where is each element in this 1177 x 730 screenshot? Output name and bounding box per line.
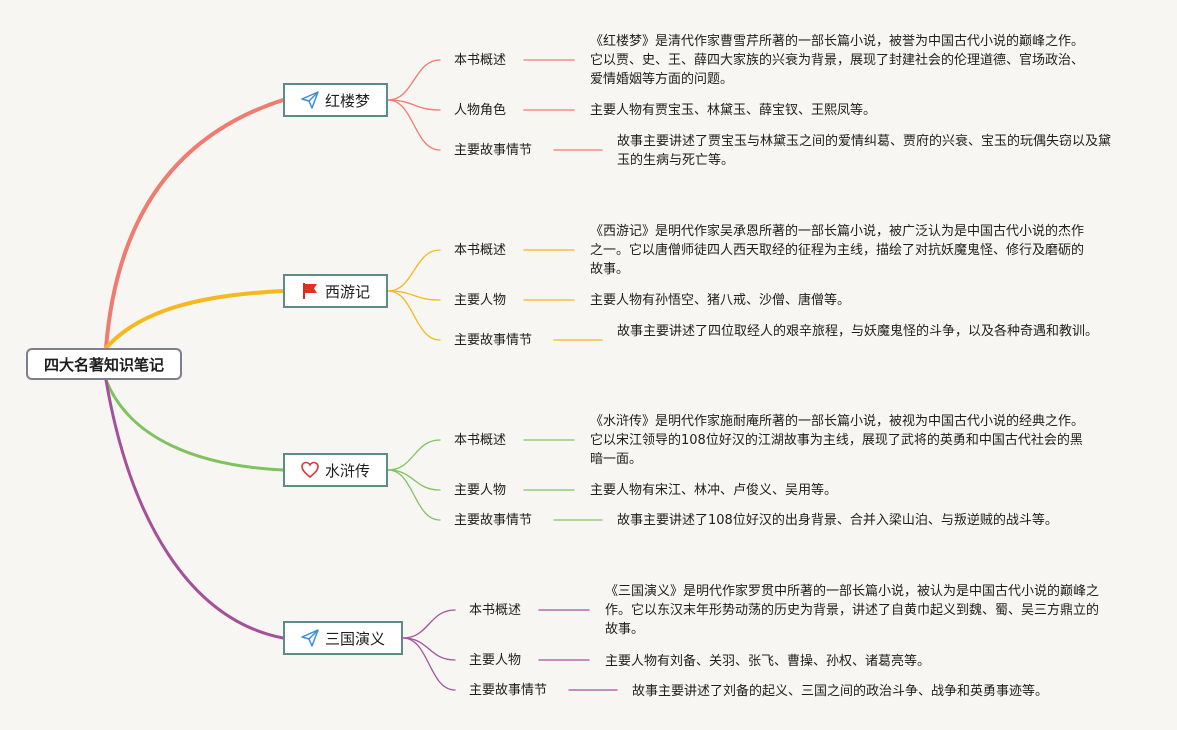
topic-description: 《西游记》是明代作家吴承恩所著的一部长篇小说，被广泛认为是中国古代小说的杰作之一… <box>590 224 1085 277</box>
topic-label-characters[interactable]: 人物角色 <box>454 103 507 118</box>
branch-1-1 <box>387 290 441 301</box>
book-title: 西游记 <box>324 282 370 301</box>
book-node-xiyouji[interactable]: 西游记 <box>283 274 388 308</box>
topic-label-overview[interactable]: 本书概述 <box>454 433 507 448</box>
topic-description: 《红楼梦》是清代作家曹雪芹所著的一部长篇小说，被誉为中国古代小说的巅峰之作。它以… <box>590 34 1085 87</box>
topic-description: 主要人物有孙悟空、猪八戒、沙僧、唐僧等。 <box>590 293 851 308</box>
topic-label-plot[interactable]: 主要故事情节 <box>454 143 533 158</box>
topic-label-characters[interactable]: 主要人物 <box>469 653 522 668</box>
topic-description: 主要人物有刘备、关羽、张飞、曹操、孙权、诸葛亮等。 <box>605 654 931 669</box>
topic-label-overview[interactable]: 本书概述 <box>469 603 522 618</box>
topic-description: 故事主要讲述了贾宝玉与林黛玉之间的爱情纠葛、贾府的兴衰、宝玉的玩偶失窃以及黛玉的… <box>617 134 1112 168</box>
book-node-hongloumeng[interactable]: 红楼梦 <box>283 83 388 117</box>
paper-plane-icon <box>301 629 319 647</box>
book-title: 水浒传 <box>324 461 370 480</box>
trunk-xiyouji <box>104 289 285 350</box>
topic-label-plot[interactable]: 主要故事情节 <box>454 513 533 528</box>
topic-label-plot[interactable]: 主要故事情节 <box>454 333 533 348</box>
branch-2-0 <box>387 439 441 471</box>
root-title: 四大名著知识笔记 <box>43 355 164 374</box>
branch-1-0 <box>387 249 441 292</box>
topic-label-overview[interactable]: 本书概述 <box>454 243 507 258</box>
topic-description: 故事主要讲述了刘备的起义、三国之间的政治斗争、战争和英勇事迹等。 <box>632 684 1049 699</box>
topic-description: 主要人物有贾宝玉、林黛玉、薛宝钗、王熙凤等。 <box>590 103 877 118</box>
topic-description: 《三国演义》是明代作家罗贯中所著的一部长篇小说，被认为是中国古代小说的巅峰之作。… <box>605 584 1100 637</box>
branch-0-1 <box>387 99 441 111</box>
topic-description: 故事主要讲述了四位取经人的艰辛旅程，与妖魔鬼怪的斗争，以及各种奇遇和教训。 <box>617 324 1099 339</box>
topic-label-overview[interactable]: 本书概述 <box>454 53 507 68</box>
topic-description: 主要人物有宋江、林冲、卢俊义、吴用等。 <box>590 483 838 498</box>
book-node-shuihuzhuan[interactable]: 水浒传 <box>283 453 388 487</box>
topic-label-plot[interactable]: 主要故事情节 <box>469 683 548 698</box>
trunk-shuihuzhuan <box>104 378 285 472</box>
branch-0-0 <box>387 59 441 101</box>
book-title: 三国演义 <box>324 629 385 648</box>
topic-description: 故事主要讲述了108位好汉的出身背景、合并入梁山泊、与叛逆贼的战斗等。 <box>617 513 1058 528</box>
book-node-sanguoyanyi[interactable]: 三国演义 <box>283 621 403 655</box>
branch-3-0 <box>402 609 456 639</box>
trunk-hongloumeng <box>104 98 285 350</box>
red-flag-icon <box>301 282 319 300</box>
topic-label-characters[interactable]: 主要人物 <box>454 293 507 308</box>
branch-0-2 <box>387 99 441 151</box>
heart-icon <box>301 461 319 479</box>
topic-description: 《水浒传》是明代作家施耐庵所著的一部长篇小说，被视为中国古代小说的经典之作。它以… <box>590 414 1085 467</box>
branch-2-1 <box>387 469 441 491</box>
paper-plane-icon <box>301 91 319 109</box>
branch-2-2 <box>387 469 441 521</box>
trunk-sanguoyanyi <box>104 378 285 640</box>
branch-3-2 <box>402 637 456 691</box>
root-node[interactable]: 四大名著知识笔记 <box>26 348 182 380</box>
topic-label-characters[interactable]: 主要人物 <box>454 483 507 498</box>
book-title: 红楼梦 <box>324 91 370 110</box>
branch-3-1 <box>402 637 456 661</box>
branch-1-2 <box>387 290 441 341</box>
